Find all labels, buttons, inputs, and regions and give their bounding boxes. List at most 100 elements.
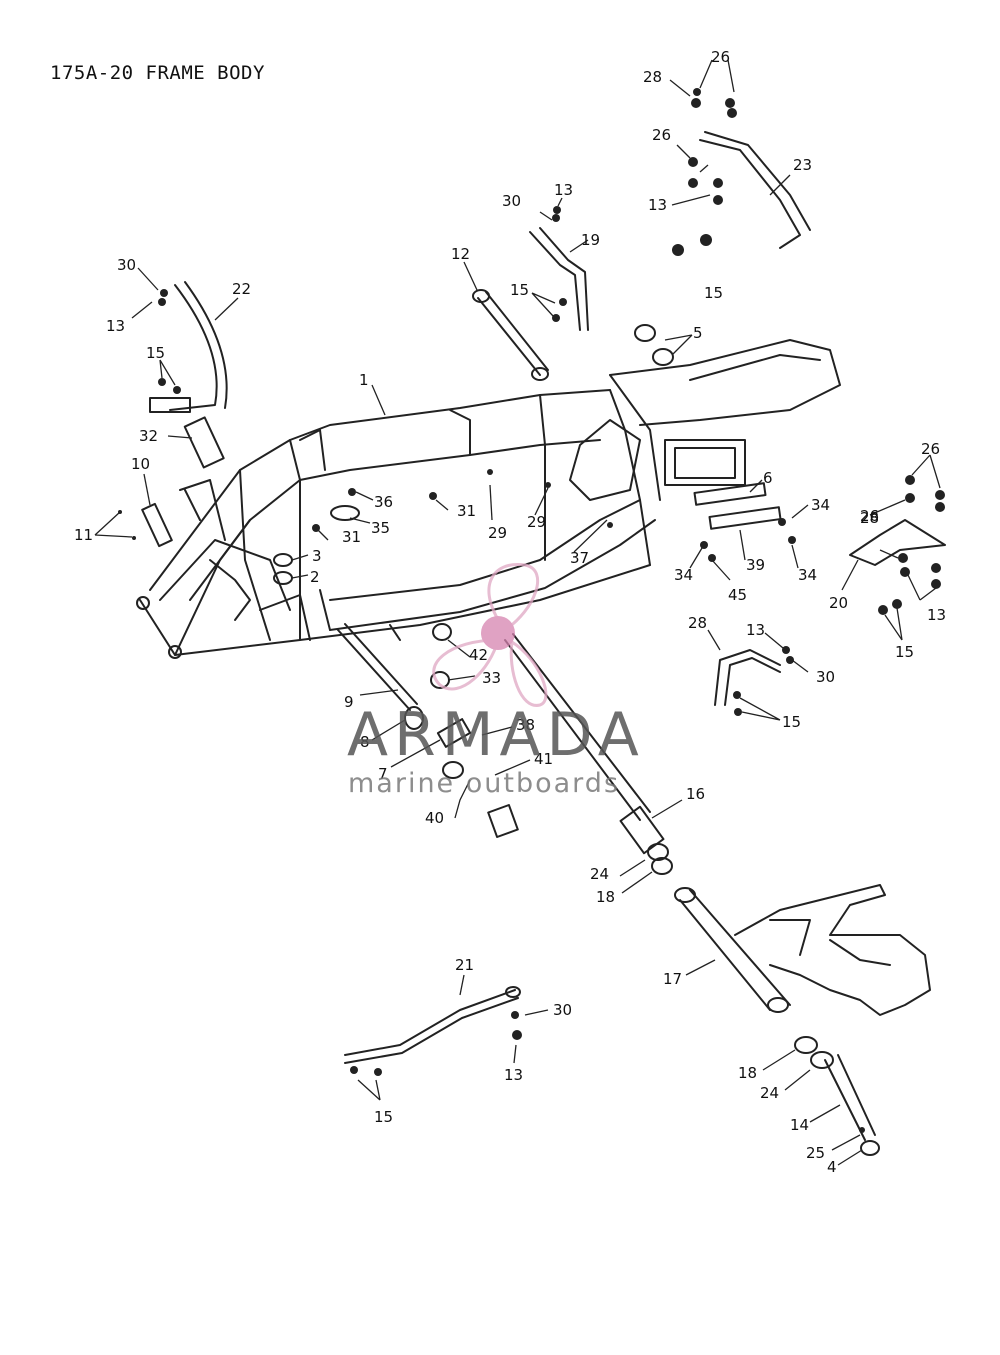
callout: 35: [371, 519, 390, 537]
callout: 15: [782, 713, 801, 731]
callout: 21: [455, 956, 474, 974]
bushing-18: [651, 857, 673, 875]
callout: 24: [760, 1084, 779, 1102]
callout: 14: [790, 1116, 809, 1134]
callout: 23: [793, 156, 812, 174]
callout: 26: [652, 126, 671, 144]
callout: 31: [457, 502, 476, 520]
cap-5-bottom: [652, 348, 674, 366]
callout: 15: [146, 344, 165, 362]
bolt-12: [472, 289, 549, 381]
callout: 31: [342, 528, 361, 546]
callout: 15: [510, 281, 529, 299]
callout: 40: [425, 809, 444, 827]
callout: 28: [860, 509, 879, 527]
callout: 34: [674, 566, 693, 584]
callout: 24: [590, 865, 609, 883]
bracket-20: [849, 519, 946, 566]
callout: 19: [581, 231, 600, 249]
callout: 17: [663, 970, 682, 988]
callout: 30: [502, 192, 521, 210]
callout: 8: [360, 733, 370, 751]
callout: 18: [738, 1064, 757, 1082]
callout: 10: [131, 455, 150, 473]
hardware-dots: [118, 88, 945, 1133]
callout: 15: [704, 284, 723, 302]
callout: 30: [816, 668, 835, 686]
rear-grab-bar-22: [149, 281, 228, 413]
main-frame: [136, 339, 841, 659]
callout: 42: [469, 646, 488, 664]
callout: 6: [763, 469, 773, 487]
callout: 29: [527, 513, 546, 531]
callout: 28: [643, 68, 662, 86]
watermark-subtitle: marine outboards: [348, 768, 621, 799]
callout: 22: [232, 280, 251, 298]
bracket-23: [699, 131, 811, 249]
watermark-logo: [432, 562, 548, 707]
callout: 5: [693, 324, 703, 342]
callout: 39: [746, 556, 765, 574]
callout: 30: [117, 256, 136, 274]
plate-32: [183, 416, 225, 469]
callout: 13: [927, 606, 946, 624]
rod-9: [337, 623, 418, 711]
bar-6: [693, 482, 767, 506]
callout: 18: [596, 888, 615, 906]
diagram-title: 175A-20 FRAME BODY: [50, 62, 265, 84]
callout: 13: [504, 1066, 523, 1084]
callout-labels: 1 2 3 4 5 6 7 8 9 10 11 12 13 13 13 13 1…: [74, 48, 946, 1176]
leader-lines: [94, 59, 941, 1166]
washer-3: [273, 553, 293, 567]
callout: 26: [921, 440, 940, 458]
callout: 45: [728, 586, 747, 604]
gasket-35: [330, 505, 360, 521]
callout: 11: [74, 526, 93, 544]
callout: 34: [811, 496, 830, 514]
callout: 7: [378, 765, 388, 783]
callout: 13: [746, 621, 765, 639]
bracket-19: [529, 227, 589, 331]
callout: 26: [711, 48, 730, 66]
callout: 30: [553, 1001, 572, 1019]
callout: 12: [451, 245, 470, 263]
callout: 13: [648, 196, 667, 214]
swing-arm-17: [674, 884, 931, 1016]
callout: 2: [310, 568, 320, 586]
callout: 25: [806, 1144, 825, 1162]
callout: 26: [860, 507, 879, 525]
callout: 34: [798, 566, 817, 584]
callout: 1: [359, 371, 369, 389]
callout: 9: [344, 693, 354, 711]
collar-40: [442, 761, 464, 779]
callout: 16: [686, 785, 705, 803]
callout: 41: [534, 750, 553, 768]
callout: 36: [374, 493, 393, 511]
bushing-8: [404, 706, 424, 730]
pivot-shaft-14: [794, 1036, 880, 1156]
callout: 28: [688, 614, 707, 632]
callout: 37: [570, 549, 589, 567]
callout: 15: [895, 643, 914, 661]
callout: 38: [516, 716, 535, 734]
callout: 15: [374, 1108, 393, 1126]
callout: 32: [139, 427, 158, 445]
callout: 29: [488, 524, 507, 542]
callout: 13: [106, 317, 125, 335]
washer-24: [647, 843, 669, 861]
watermark-brand: ARMADA: [347, 700, 645, 770]
bar-39: [708, 506, 782, 530]
shaft-16: [504, 633, 665, 855]
bushing-41: [487, 804, 519, 838]
bracket-28: [714, 649, 781, 706]
callout: 33: [482, 669, 501, 687]
bracket-10: [141, 502, 173, 548]
rod-21: [344, 986, 521, 1064]
callout: 4: [827, 1158, 837, 1176]
callout: 13: [554, 181, 573, 199]
callout: 3: [312, 547, 322, 565]
callout: 20: [829, 594, 848, 612]
bushing-7: [436, 718, 472, 748]
cap-5-top: [634, 324, 656, 342]
